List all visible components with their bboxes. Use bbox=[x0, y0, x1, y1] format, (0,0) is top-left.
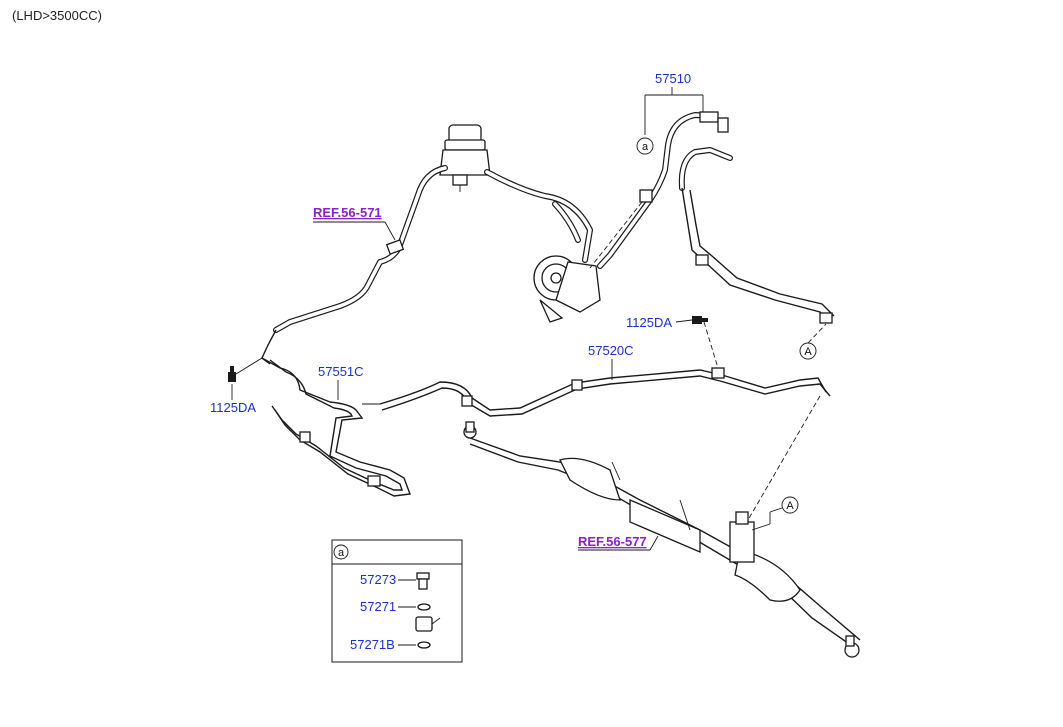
detail-box-title: a bbox=[338, 547, 345, 559]
reservoir-tank bbox=[439, 124, 491, 192]
marker-a-circle: a bbox=[636, 137, 654, 155]
label-57551c: 57551C bbox=[318, 364, 364, 379]
label-1125da-left: 1125DA bbox=[210, 400, 256, 415]
svg-text:A: A bbox=[786, 500, 794, 512]
return-line-left bbox=[261, 165, 448, 365]
callout-1125da-right: 1125DA bbox=[626, 315, 693, 330]
label-57271: 57271 bbox=[360, 599, 396, 614]
bolt-1125da-right bbox=[692, 316, 719, 369]
callout-57510: 57510 bbox=[644, 71, 704, 135]
callout-1125da-left: 1125DA bbox=[210, 384, 256, 415]
svg-text:A: A bbox=[804, 346, 812, 358]
label-57273: 57273 bbox=[360, 572, 396, 587]
cooler-tube-57551c bbox=[261, 357, 411, 497]
marker-A-circle-lower: A bbox=[751, 496, 799, 531]
marker-A-circle-upper: A bbox=[799, 323, 827, 360]
leader-tube-to-gear bbox=[747, 395, 821, 521]
pressure-hose-57510 bbox=[597, 111, 835, 324]
label-1125da-right: 1125DA bbox=[626, 315, 672, 330]
detail-box-a: a 57273 57271 57271B bbox=[331, 539, 463, 663]
label-57271b: 57271B bbox=[350, 637, 395, 652]
callout-57551c: 57551C bbox=[318, 364, 364, 400]
label-ref-56-577[interactable]: REF.56-577 bbox=[578, 534, 647, 549]
svg-text:a: a bbox=[642, 141, 649, 153]
power-steering-pump bbox=[533, 255, 601, 323]
label-57520c: 57520C bbox=[588, 343, 634, 358]
callout-57520c: 57520C bbox=[588, 343, 634, 380]
label-57510: 57510 bbox=[655, 71, 691, 86]
label-ref-56-571[interactable]: REF.56-571 bbox=[313, 205, 382, 220]
callout-ref-56-577[interactable]: REF.56-577 bbox=[578, 534, 659, 551]
diagram-variant-note: (LHD>3500CC) bbox=[12, 8, 102, 23]
suction-hose bbox=[484, 169, 593, 263]
leader-pump-to-a bbox=[589, 201, 643, 269]
callout-ref-56-571[interactable]: REF.56-571 bbox=[313, 205, 396, 241]
return-tube-57520c bbox=[379, 367, 831, 417]
steering-gear-box bbox=[463, 421, 861, 658]
bolt-1125da-left bbox=[228, 357, 263, 382]
